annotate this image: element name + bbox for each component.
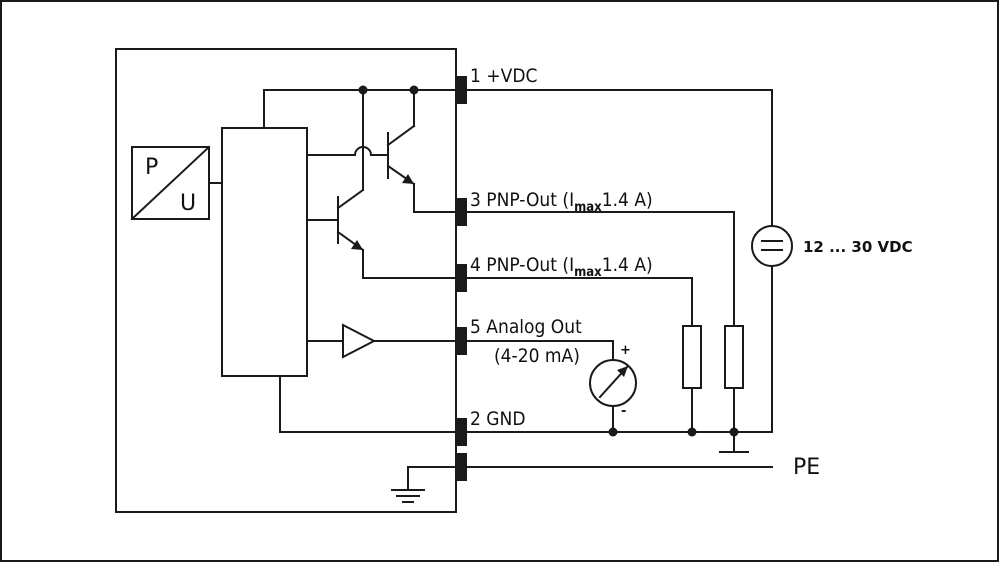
gnd-internal-wire [279, 375, 457, 433]
vdc-rail [263, 89, 773, 227]
analog-range-label: (4-20 mA) [494, 345, 580, 367]
pnp-out-4-wire [466, 277, 693, 327]
transducer-u-label: U [180, 191, 196, 216]
terminal-blocks [456, 76, 467, 481]
terminal-3-label: 3 PNP-Out (Imax1.4 A) [470, 189, 653, 215]
junction-dot [687, 427, 697, 437]
earth-ground-icon [391, 466, 457, 503]
terminal-2-label: 2 GND [470, 408, 526, 430]
junction-dot [729, 427, 739, 437]
ammeter-icon [589, 359, 637, 433]
analog-out-wire [466, 340, 614, 361]
transistor-q2-icon [306, 89, 457, 279]
meter-minus-label: - [621, 404, 626, 419]
transistor-q1-icon [306, 89, 457, 213]
meter-plus-label: + [620, 343, 631, 358]
transducer-p-label: P [145, 155, 158, 180]
electronics-block [221, 127, 308, 377]
sensor-housing [115, 48, 457, 513]
dc-supply-icon [751, 225, 793, 433]
junction-dot [608, 427, 618, 437]
terminal-1-label: 1 +VDC [470, 65, 537, 87]
pressure-transducer-symbol: P U [130, 145, 211, 221]
supply-voltage-label: 12 ... 30 VDC [803, 238, 913, 256]
terminal-4-label: 4 PNP-Out (Imax1.4 A) [470, 254, 653, 280]
load-resistor-4 [682, 325, 702, 389]
pnp-out-3-wire [466, 211, 735, 327]
pe-label: PE [793, 455, 820, 480]
terminal-5-label: 5 Analog Out [470, 316, 582, 338]
amplifier-icon [306, 323, 457, 359]
load-resistor-3 [724, 325, 744, 389]
